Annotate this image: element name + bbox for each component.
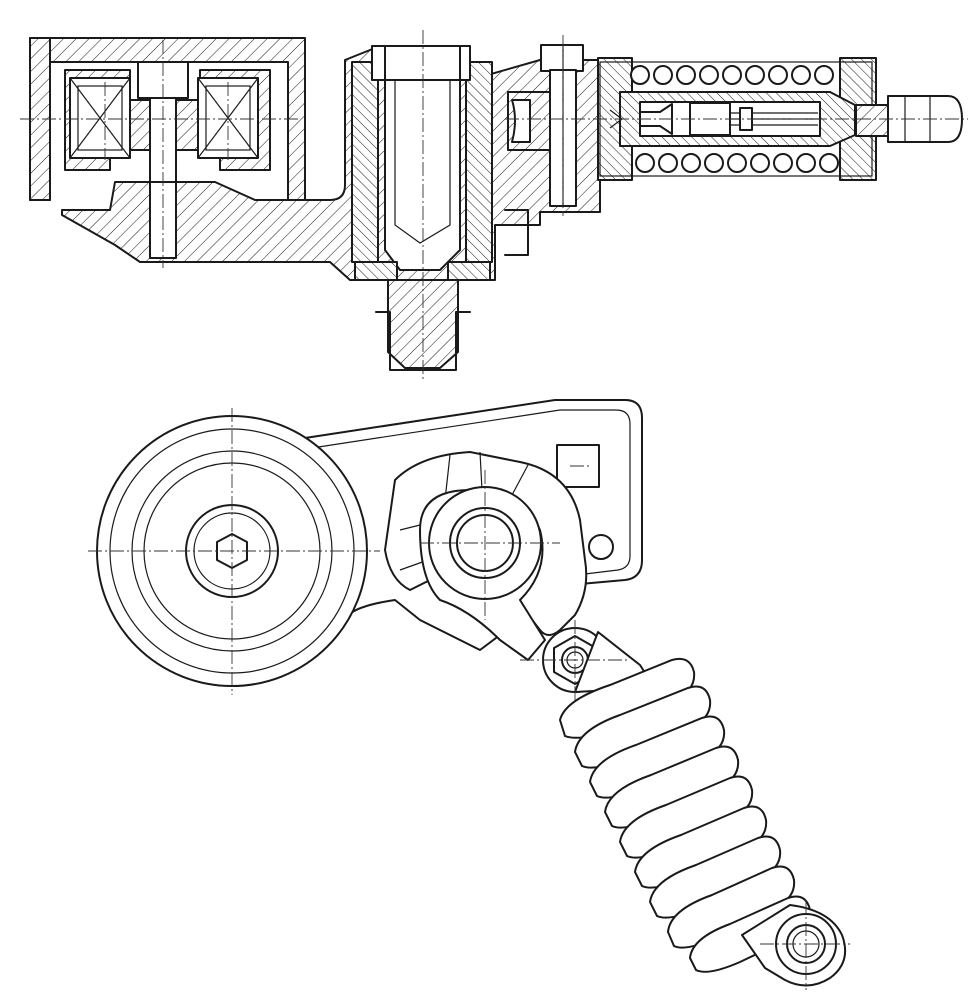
damper-eye-left bbox=[511, 99, 531, 143]
damper-bolt-head bbox=[540, 44, 584, 72]
front-view bbox=[88, 399, 850, 990]
pivot-bolt bbox=[371, 45, 471, 271]
spring-coils-top bbox=[630, 65, 834, 85]
pivot-bushing-right bbox=[465, 61, 493, 263]
pivot-washer-left bbox=[354, 261, 398, 281]
pivot-boss bbox=[419, 486, 546, 661]
housing-left-wall bbox=[29, 37, 51, 201]
bracket-small-hole bbox=[588, 534, 614, 560]
section-view bbox=[20, 30, 968, 380]
pivot-washer-right bbox=[447, 261, 491, 281]
spring-coils-bottom bbox=[635, 153, 839, 173]
pivot-bushing-left bbox=[351, 61, 379, 263]
pivot-bolt-head bbox=[384, 45, 461, 81]
damper-rod-end bbox=[855, 104, 889, 137]
left-bearing bbox=[69, 77, 131, 159]
damper-piston bbox=[689, 102, 731, 136]
